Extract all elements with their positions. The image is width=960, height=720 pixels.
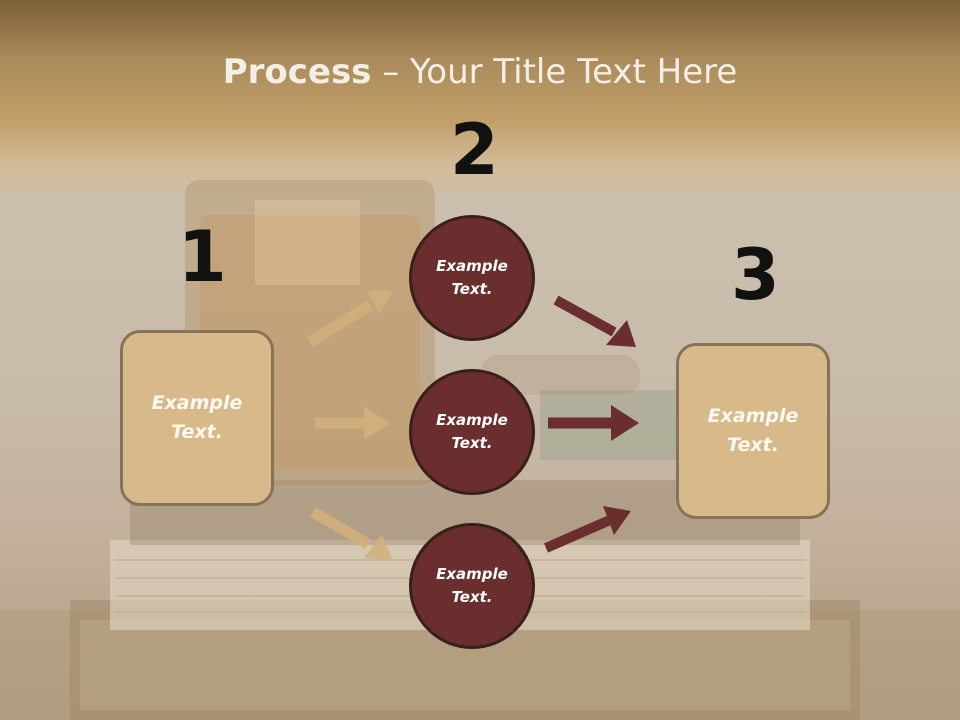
step-number-3: 3	[731, 234, 780, 316]
arrow-to-circle-3	[310, 507, 392, 560]
step-number-1: 1	[178, 216, 227, 298]
arrow-from-circle-1	[553, 295, 636, 347]
arrow-to-circle-1	[307, 290, 393, 347]
arrow-from-circle-2	[548, 405, 639, 441]
arrow-to-circle-2	[315, 406, 390, 440]
step-number-2: 2	[450, 109, 499, 191]
process-circle-2: Example Text.	[409, 369, 535, 495]
process-circle-1: Example Text.	[409, 215, 535, 341]
process-circle-3: Example Text.	[409, 523, 535, 649]
input-box: Example Text.	[120, 330, 274, 506]
title-rest: – Your Title Text Here	[371, 52, 738, 92]
arrow-from-circle-3	[543, 506, 631, 553]
slide-title: Process – Your Title Text Here	[0, 52, 960, 92]
output-box: Example Text.	[676, 343, 830, 519]
title-bold: Process	[222, 52, 372, 92]
